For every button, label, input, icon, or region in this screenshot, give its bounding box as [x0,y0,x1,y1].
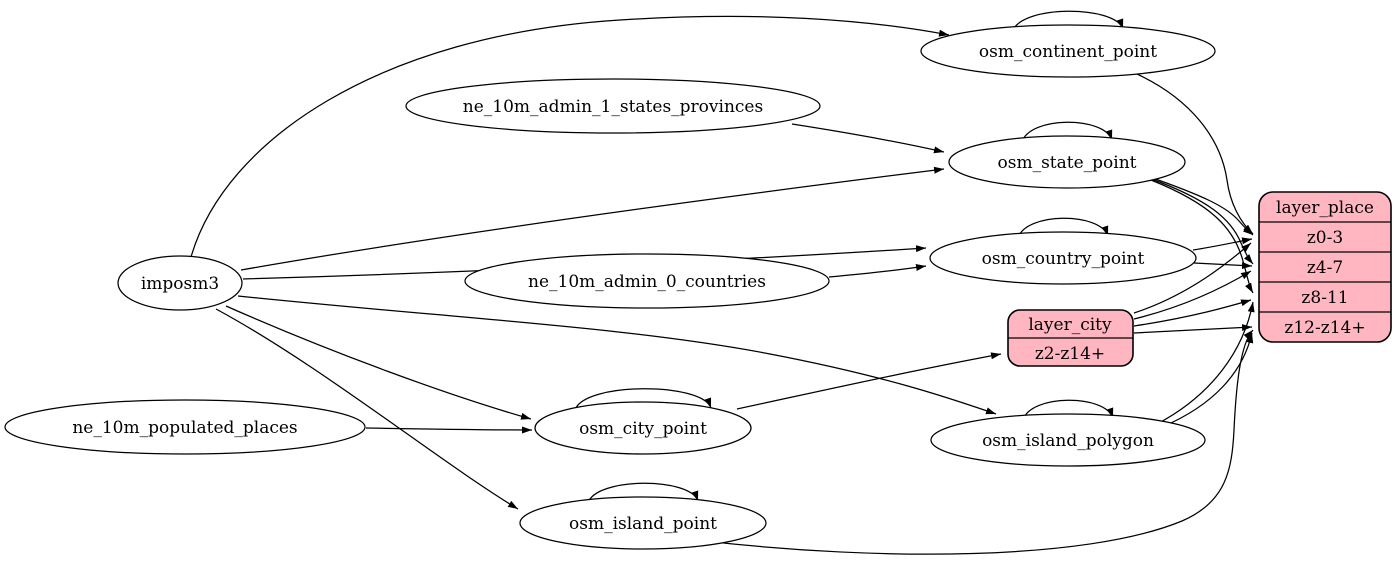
edge-imposm3-osm_continent_point [190,15,950,258]
edge-imposm3-osm_state_point [240,166,945,271]
edge-osm_state_point-layer_place-z4-7 [1148,177,1254,265]
edge-imposm3-osm_island_point [215,308,519,510]
edge-osm_country_point-layer_place-z4-7 [1193,262,1253,270]
edge-layer_city-layer_place-z12-z14 [1133,324,1253,334]
node-osm_island_point: osm_island_point [519,496,767,550]
node-ne_10m_admin_0_countries-label: ne_10m_admin_0_countries [528,272,766,292]
node-ne_10m_admin_0_countries: ne_10m_admin_0_countries [464,253,830,309]
record-layer_place-row-z12-z14: z12-z14+ [1284,318,1365,338]
node-imposm3: imposm3 [117,255,243,311]
node-osm_state_point-label: osm_state_point [998,153,1137,173]
edge-layer_city-layer_place-z0-3 [1133,242,1252,314]
record-layer_place-row-z4-7: z4-7 [1307,258,1343,278]
edge-osm_continent_point-layer_place-z0-3 [1127,69,1254,235]
edge-osm_island_polygon-layer_place-z8-11 [1156,301,1255,425]
edge-self-osm_island_polygon [1022,399,1114,421]
node-osm_city_point: osm_city_point [534,401,752,455]
node-ne_10m_admin_1_states_provinces: ne_10m_admin_1_states_provinces [405,78,821,134]
edge-osm_state_point-layer_place-z8-11 [1150,179,1254,294]
edge-ne_10m_populated_places-osm_city_point [365,426,533,434]
edge-imposm3-osm_city_point [225,305,532,420]
edge-ne_10m_admin_1_states_provinces-osm_state_point [791,123,945,154]
node-osm_continent_point-label: osm_continent_point [979,42,1157,62]
edge-osm_island_point-layer_place-z12-z14 [704,329,1254,555]
record-layer_city-row-z2-z14: z2-z14+ [1035,344,1105,364]
nodes-layer: imposm3 ne_10m_admin_1_states_provinces … [4,24,1392,550]
record-layer_place-row-z8-11: z8-11 [1301,288,1348,308]
edge-osm_city_point-layer_city-z2-z14 [736,352,1002,410]
node-osm_state_point: osm_state_point [948,135,1186,189]
record-layer_place-title: layer_place [1276,198,1374,218]
node-osm_city_point-label: osm_city_point [579,419,707,439]
edge-osm_island_polygon-layer_place-z12-z14 [1161,332,1254,428]
edge-layer_city-layer_place-z4-7 [1133,270,1252,320]
record-layer_place-row-z0-3: z0-3 [1307,228,1343,248]
node-osm_island_point-label: osm_island_point [569,514,717,534]
node-osm_country_point-label: osm_country_point [982,249,1145,269]
edge-self-osm_island_point [587,482,699,504]
node-imposm3-label: imposm3 [141,274,219,294]
edge-osm_state_point-layer_place-z0-3 [1146,175,1254,236]
edge-osm_country_point-layer_place-z0-3 [1192,237,1253,251]
edge-self-osm_continent_point [1012,10,1124,32]
edge-layer_city-layer_place-z8-11 [1133,299,1252,327]
node-ne_10m_admin_1_states_provinces-label: ne_10m_admin_1_states_provinces [463,97,763,117]
edge-imposm3-osm_island_polygon [237,295,997,415]
edge-self-osm_state_point [1021,121,1113,143]
edge-self-osm_country_point [1017,217,1109,239]
node-osm_continent_point: osm_continent_point [920,24,1216,78]
edge-self-osm_city_point [574,388,712,411]
edge-ne_10m_admin_0_countries-osm_country_point [828,264,927,278]
node-ne_10m_populated_places: ne_10m_populated_places [4,399,366,455]
node-osm_island_polygon: osm_island_polygon [930,413,1206,467]
edges-layer [190,10,1255,555]
node-layer_place: layer_place z0-3 z4-7 z8-11 z12-z14+ [1258,191,1392,343]
record-layer_city-title: layer_city [1028,315,1112,335]
node-layer_city: layer_city z2-z14+ [1007,309,1134,367]
node-osm_island_polygon-label: osm_island_polygon [982,431,1154,451]
node-osm_country_point: osm_country_point [929,231,1197,285]
node-ne_10m_populated_places-label: ne_10m_populated_places [72,418,297,438]
